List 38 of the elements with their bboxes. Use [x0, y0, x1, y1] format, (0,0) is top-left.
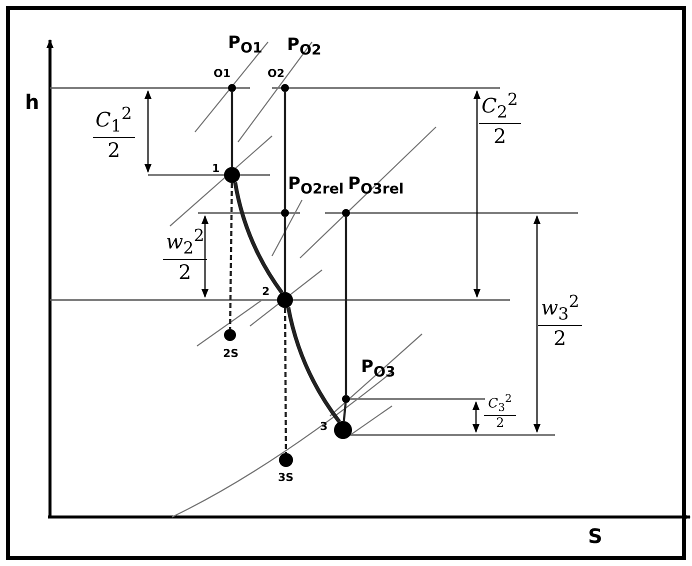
- state-point: [334, 421, 352, 439]
- state-point: [279, 453, 293, 467]
- point-label: 3S: [278, 472, 294, 482]
- axis-label: S: [588, 526, 602, 546]
- fraction-denominator: 2: [496, 416, 504, 430]
- fraction-denominator: 2: [178, 262, 192, 282]
- connector-line: [344, 217, 348, 395]
- connector-line: [230, 92, 234, 167]
- point-label: 3: [320, 420, 328, 432]
- fraction-denominator: 2: [554, 328, 566, 348]
- point-label: 2: [262, 286, 270, 296]
- process-curve: [286, 306, 341, 423]
- state-point: [224, 329, 236, 341]
- isobar-label: P$_{O3}$: [361, 358, 396, 380]
- connector-line: [284, 92, 286, 209]
- point-label: 2S: [223, 348, 239, 358]
- axis-label: h: [25, 92, 40, 112]
- isobar-label: P$_{O2rel}$: [288, 176, 344, 196]
- dashed-line: [284, 308, 288, 453]
- state-point: [281, 84, 289, 92]
- state-point: [281, 209, 289, 217]
- connector-line: [284, 217, 286, 292]
- isobar-label: P$_{O2}$: [287, 36, 322, 58]
- fraction-denominator: 2: [494, 126, 506, 146]
- state-point: [277, 292, 293, 308]
- point-label: O2: [268, 68, 285, 78]
- point-label: 1: [212, 162, 220, 174]
- state-point: [342, 209, 350, 217]
- state-point: [342, 395, 350, 403]
- dashed-line: [228, 182, 233, 330]
- isobar-label: P$_{O1}$: [228, 34, 262, 56]
- isobar-label: P$_{O3rel}$: [348, 176, 404, 196]
- fraction-denominator: 2: [108, 140, 120, 160]
- state-point: [228, 84, 236, 92]
- process-curve: [233, 182, 284, 294]
- point-label: O1: [214, 68, 231, 78]
- state-point: [224, 167, 240, 183]
- connector-line: [342, 402, 347, 422]
